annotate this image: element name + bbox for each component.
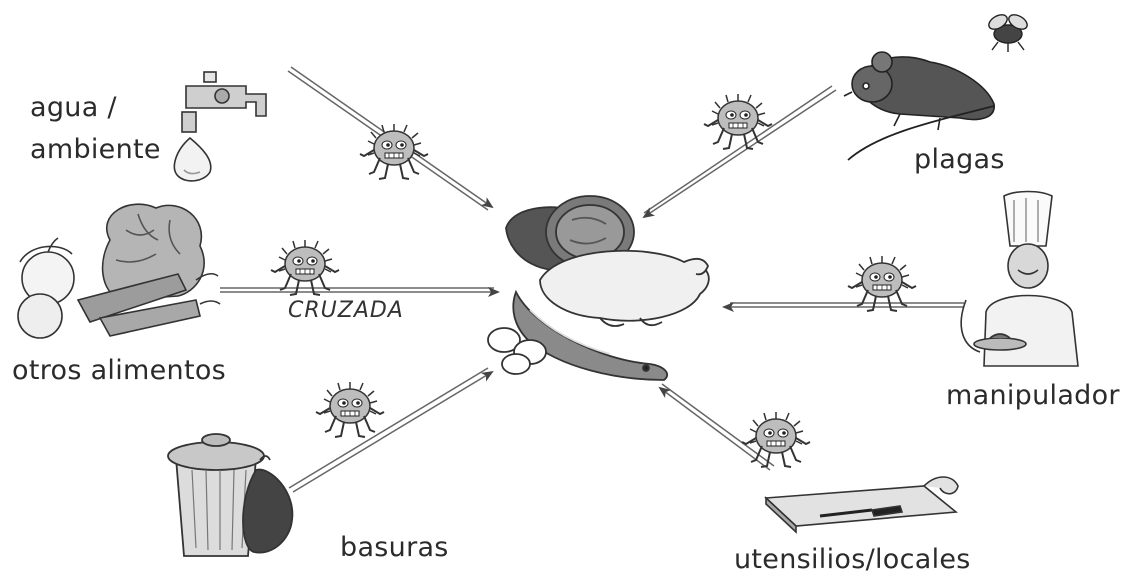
germ-icon [271, 240, 339, 295]
chef-icon [961, 192, 1078, 367]
germ-icon [316, 382, 384, 437]
arrow-otros [220, 288, 498, 292]
food-icon [488, 196, 709, 380]
label-utensilios-locales: utensilios/locales [734, 544, 971, 575]
label-otros-alimentos: otros alimentos [12, 355, 226, 386]
label-agua-line2: ambiente [30, 134, 161, 165]
germ-icon [360, 124, 428, 179]
label-agua-line1: agua / [30, 92, 117, 123]
vegetables-icon [18, 204, 220, 338]
arrow-basuras [289, 368, 492, 492]
cutting-board-icon [766, 477, 958, 532]
fly-icon [986, 12, 1029, 52]
label-manipulador: manipulador [946, 380, 1120, 411]
label-cruzada: CRUZADA [288, 298, 404, 323]
faucet-icon [174, 72, 266, 181]
label-plagas: plagas [914, 144, 1005, 175]
arrow-manipulador [724, 303, 964, 307]
label-basuras: basuras [340, 532, 449, 563]
germ-icon [742, 412, 810, 467]
germ-icon [704, 94, 772, 149]
trash-can-icon [168, 434, 292, 556]
